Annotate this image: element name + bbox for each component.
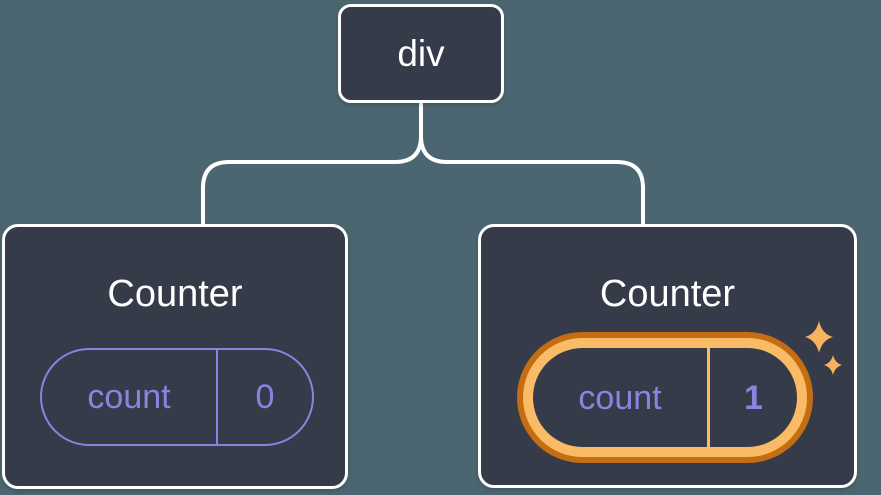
sparkles-decoration xyxy=(805,321,842,375)
state-pill-right: count 1 xyxy=(533,348,797,447)
connector-left-branch xyxy=(201,103,423,225)
root-node-label: div xyxy=(397,33,445,74)
sparkle-large-icon xyxy=(805,321,833,353)
counter-left-title: Counter xyxy=(107,273,243,315)
state-value-left: 0 xyxy=(255,378,275,416)
counter-node-left: Counter count 0 xyxy=(2,224,348,489)
root-node: div xyxy=(338,4,504,103)
state-key-left: count xyxy=(42,350,218,444)
state-pill-right-highlight-ring: count 1 xyxy=(517,332,813,463)
state-pill-left: count 0 xyxy=(40,348,314,446)
counter-right-title: Counter xyxy=(599,273,736,315)
counter-node-right: Counter count 1 xyxy=(478,224,857,488)
state-value-right: 1 xyxy=(744,378,763,417)
connector-right-branch xyxy=(419,103,645,225)
state-key-right: count xyxy=(533,348,710,447)
state-pill-right-inner-ring: count 1 xyxy=(523,338,807,457)
sparkle-small-icon xyxy=(824,355,842,375)
